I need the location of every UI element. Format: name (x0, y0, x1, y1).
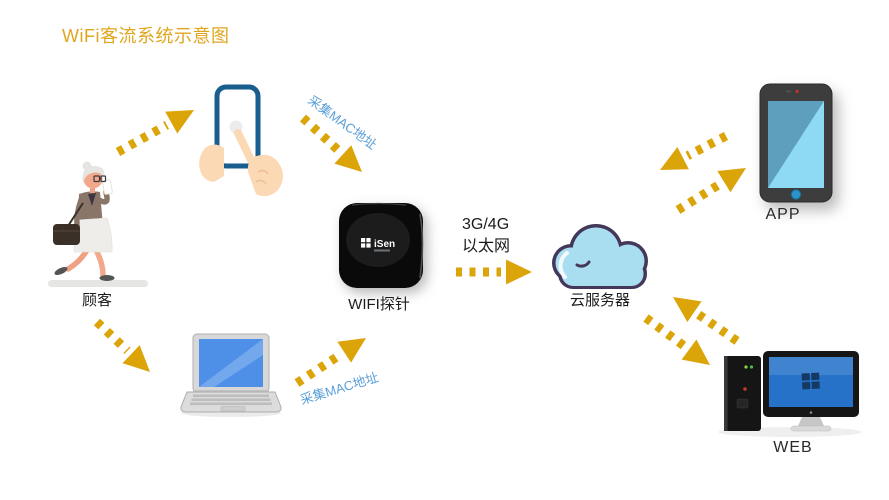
shoe-back (54, 266, 68, 276)
arrow-customer-to-laptop (93, 318, 150, 372)
wifi-probe-label: WIFI探针 (348, 296, 410, 313)
tablet-icon (759, 83, 833, 203)
touchpad (220, 406, 246, 412)
probe-logo: iSen (361, 238, 395, 252)
monitor-screen (769, 357, 853, 407)
arrows-layer (93, 110, 746, 387)
customer-label: 顾客 (81, 292, 112, 309)
left-hand (199, 144, 224, 182)
desktop-icon (718, 351, 862, 437)
arrow-customer-to-phone (115, 110, 194, 156)
laptop-icon (180, 333, 282, 417)
web-label: WEB (773, 439, 813, 456)
cloud-icon (552, 224, 648, 289)
pointing-finger (234, 129, 256, 166)
arrow-laptop-to-probe (294, 338, 366, 387)
arrow-phone-to-probe (299, 114, 362, 172)
probe-logo-text: iSen (374, 239, 395, 250)
network-link-line1: 3G/4G (462, 216, 510, 233)
monitor-stand (798, 417, 824, 426)
page-title: WiFi客流系统示意图 (62, 26, 230, 46)
network-link-label: 3G/4G 以太网 (462, 214, 510, 258)
camera-dot (795, 89, 799, 94)
pc-tower (724, 356, 761, 431)
arrow-probe-to-cloud (456, 259, 532, 285)
laptop-screen (199, 339, 263, 387)
customer-ground-shadow (48, 280, 148, 287)
windows-logo (801, 372, 820, 390)
network-link-line2: 以太网 (462, 238, 511, 255)
app-label: APP (765, 206, 801, 223)
glasses (93, 175, 107, 183)
handbag (53, 224, 80, 245)
smartphone-icon (199, 84, 283, 197)
arrow-web-to-cloud (673, 297, 740, 345)
cloud-server-label: 云服务器 (569, 292, 630, 309)
arrow-app-to-cloud (660, 131, 729, 170)
wifi-probe-icon: iSen (339, 202, 424, 288)
arrow-cloud-to-app (675, 168, 746, 214)
cloud-fill (555, 227, 645, 286)
right-hand (247, 154, 283, 197)
arrow-cloud-to-web (643, 314, 710, 365)
shoe-front (99, 275, 115, 281)
customer-icon (48, 161, 148, 287)
home-button (790, 189, 802, 200)
customer-phone (102, 179, 113, 195)
